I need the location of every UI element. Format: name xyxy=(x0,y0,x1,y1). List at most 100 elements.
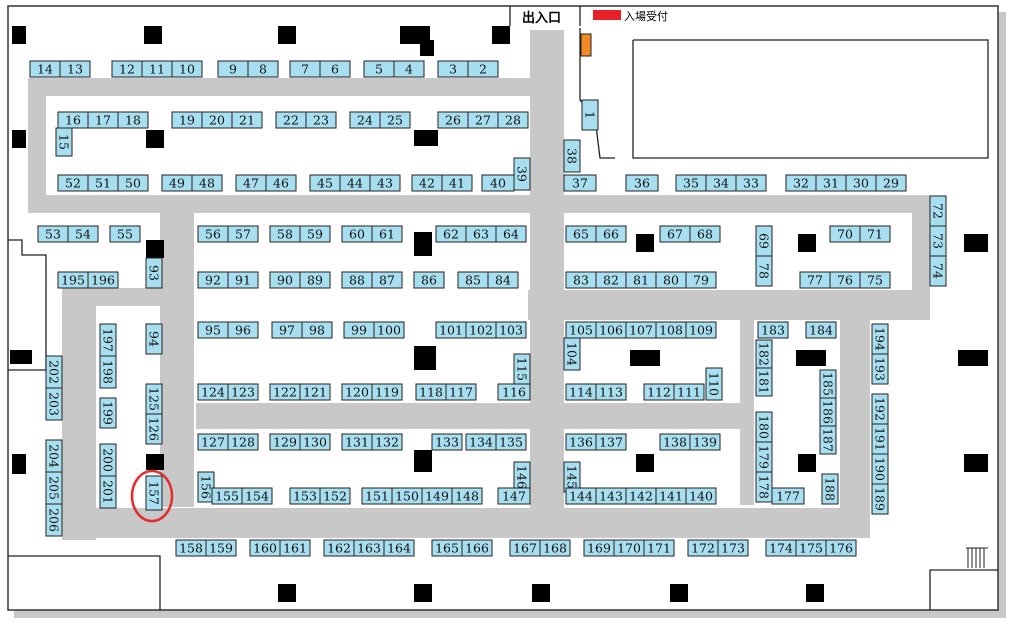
booth-168[interactable]: 168 xyxy=(539,539,571,557)
booth-26[interactable]: 26 xyxy=(437,111,469,129)
booth-200[interactable]: 200 xyxy=(99,443,117,477)
booth-88[interactable]: 88 xyxy=(341,271,373,289)
booth-127[interactable]: 127 xyxy=(197,433,229,451)
booth-80[interactable]: 80 xyxy=(655,271,687,289)
booth-169[interactable]: 169 xyxy=(583,539,615,557)
booth-11[interactable]: 11 xyxy=(141,60,173,78)
booth-43[interactable]: 43 xyxy=(369,174,401,192)
booth-160[interactable]: 160 xyxy=(249,539,281,557)
booth-49[interactable]: 49 xyxy=(161,174,193,192)
booth-23[interactable]: 23 xyxy=(305,111,337,129)
booth-122[interactable]: 122 xyxy=(269,383,301,401)
booth-87[interactable]: 87 xyxy=(371,271,403,289)
booth-184[interactable]: 184 xyxy=(805,321,837,339)
booth-7[interactable]: 7 xyxy=(289,60,321,78)
booth-139[interactable]: 139 xyxy=(689,433,721,451)
booth-123[interactable]: 123 xyxy=(227,383,259,401)
booth-189[interactable]: 189 xyxy=(871,483,889,515)
booth-90[interactable]: 90 xyxy=(269,271,301,289)
booth-42[interactable]: 42 xyxy=(411,174,443,192)
booth-83[interactable]: 83 xyxy=(565,271,597,289)
booth-187[interactable]: 187 xyxy=(819,425,837,455)
booth-75[interactable]: 75 xyxy=(859,271,891,289)
booth-77[interactable]: 77 xyxy=(799,271,831,289)
booth-161[interactable]: 161 xyxy=(279,539,311,557)
booth-197[interactable]: 197 xyxy=(99,323,117,357)
booth-103[interactable]: 103 xyxy=(495,321,527,339)
booth-177[interactable]: 177 xyxy=(771,487,805,505)
booth-6[interactable]: 6 xyxy=(319,60,351,78)
booth-40[interactable]: 40 xyxy=(481,174,515,192)
booth-106[interactable]: 106 xyxy=(595,321,627,339)
booth-205[interactable]: 205 xyxy=(45,471,63,505)
booth-45[interactable]: 45 xyxy=(309,174,341,192)
booth-60[interactable]: 60 xyxy=(341,225,373,243)
booth-138[interactable]: 138 xyxy=(659,433,691,451)
booth-202[interactable]: 202 xyxy=(45,355,63,389)
booth-46[interactable]: 46 xyxy=(265,174,297,192)
booth-4[interactable]: 4 xyxy=(393,60,425,78)
booth-25[interactable]: 25 xyxy=(379,111,411,129)
booth-35[interactable]: 35 xyxy=(675,174,707,192)
booth-22[interactable]: 22 xyxy=(275,111,307,129)
booth-193[interactable]: 193 xyxy=(871,353,889,385)
booth-134[interactable]: 134 xyxy=(465,433,497,451)
booth-84[interactable]: 84 xyxy=(487,271,519,289)
booth-171[interactable]: 171 xyxy=(643,539,675,557)
booth-110[interactable]: 110 xyxy=(705,367,723,401)
booth-73[interactable]: 73 xyxy=(929,225,947,257)
booth-72[interactable]: 72 xyxy=(929,195,947,227)
booth-174[interactable]: 174 xyxy=(765,539,797,557)
booth-33[interactable]: 33 xyxy=(735,174,767,192)
booth-91[interactable]: 91 xyxy=(227,271,259,289)
booth-65[interactable]: 65 xyxy=(565,225,597,243)
booth-104[interactable]: 104 xyxy=(563,337,581,371)
booth-201[interactable]: 201 xyxy=(99,475,117,509)
booth-170[interactable]: 170 xyxy=(613,539,645,557)
booth-71[interactable]: 71 xyxy=(859,225,891,243)
booth-203[interactable]: 203 xyxy=(45,387,63,421)
booth-47[interactable]: 47 xyxy=(235,174,267,192)
booth-151[interactable]: 151 xyxy=(361,487,393,505)
booth-63[interactable]: 63 xyxy=(465,225,497,243)
booth-188[interactable]: 188 xyxy=(821,473,839,505)
booth-173[interactable]: 173 xyxy=(717,539,749,557)
booth-17[interactable]: 17 xyxy=(87,111,119,129)
booth-89[interactable]: 89 xyxy=(299,271,331,289)
booth-183[interactable]: 183 xyxy=(757,321,789,339)
booth-124[interactable]: 124 xyxy=(197,383,229,401)
booth-9[interactable]: 9 xyxy=(217,60,249,78)
booth-115[interactable]: 115 xyxy=(513,353,531,385)
booth-78[interactable]: 78 xyxy=(755,255,773,287)
booth-196[interactable]: 196 xyxy=(87,271,119,289)
booth-53[interactable]: 53 xyxy=(37,225,69,243)
booth-68[interactable]: 68 xyxy=(689,225,721,243)
booth-108[interactable]: 108 xyxy=(655,321,687,339)
booth-61[interactable]: 61 xyxy=(371,225,403,243)
booth-56[interactable]: 56 xyxy=(197,225,229,243)
booth-180[interactable]: 180 xyxy=(755,411,773,443)
booth-176[interactable]: 176 xyxy=(825,539,857,557)
booth-37[interactable]: 37 xyxy=(563,174,597,192)
booth-128[interactable]: 128 xyxy=(227,433,259,451)
booth-142[interactable]: 142 xyxy=(625,487,657,505)
booth-5[interactable]: 5 xyxy=(363,60,395,78)
booth-117[interactable]: 117 xyxy=(445,383,477,401)
booth-94[interactable]: 94 xyxy=(145,323,163,355)
booth-100[interactable]: 100 xyxy=(373,321,405,339)
booth-67[interactable]: 67 xyxy=(659,225,691,243)
booth-41[interactable]: 41 xyxy=(441,174,473,192)
booth-147[interactable]: 147 xyxy=(497,487,531,505)
booth-194[interactable]: 194 xyxy=(871,323,889,355)
booth-133[interactable]: 133 xyxy=(431,433,463,451)
booth-129[interactable]: 129 xyxy=(269,433,301,451)
booth-18[interactable]: 18 xyxy=(117,111,149,129)
booth-119[interactable]: 119 xyxy=(371,383,403,401)
booth-2[interactable]: 2 xyxy=(467,60,499,78)
booth-152[interactable]: 152 xyxy=(319,487,351,505)
booth-107[interactable]: 107 xyxy=(625,321,657,339)
booth-95[interactable]: 95 xyxy=(197,321,229,339)
booth-159[interactable]: 159 xyxy=(205,539,237,557)
booth-44[interactable]: 44 xyxy=(339,174,371,192)
booth-1[interactable]: 1 xyxy=(581,99,599,131)
